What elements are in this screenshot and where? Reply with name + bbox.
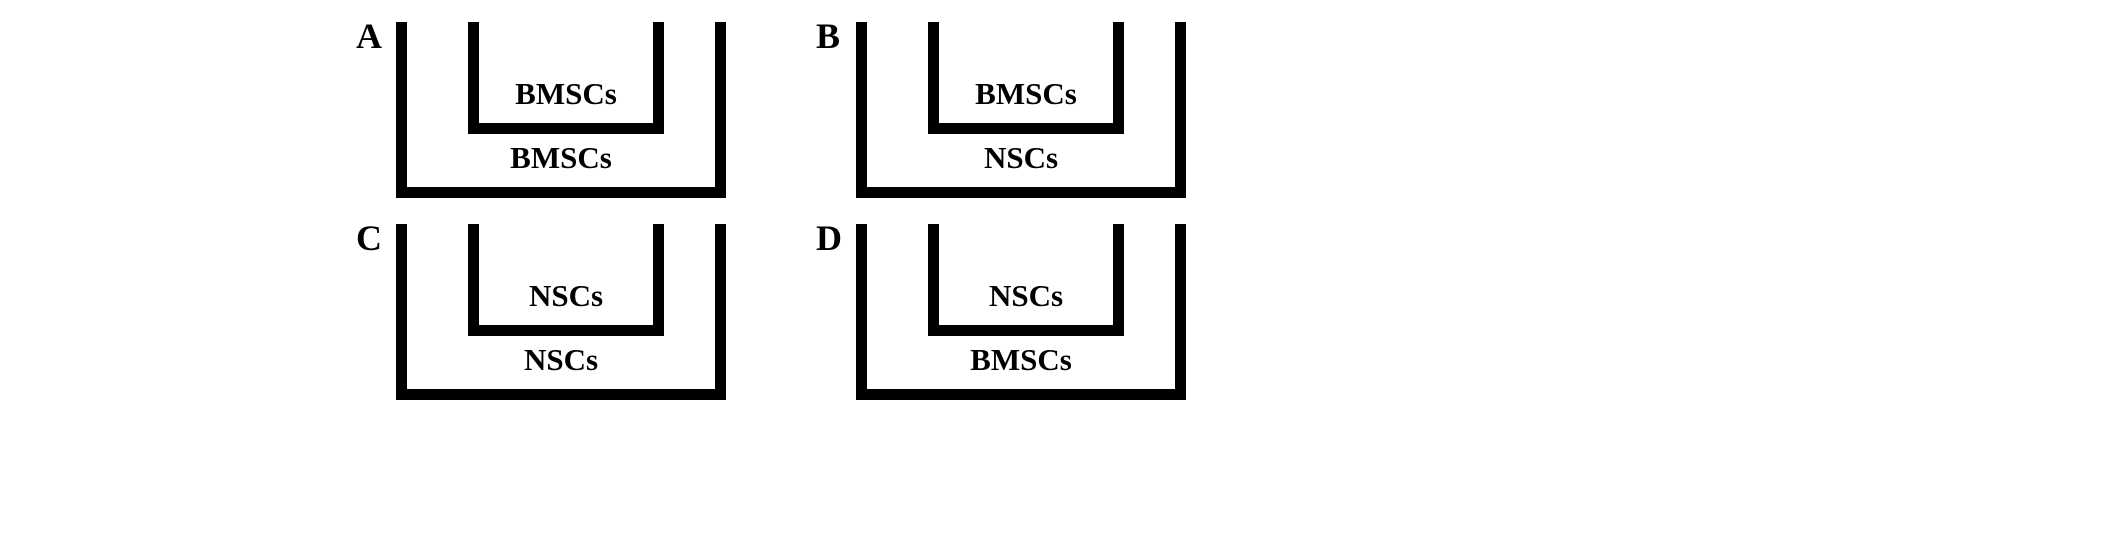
panel-c: C NSCs NSCs bbox=[352, 208, 832, 458]
panel-label-c: C bbox=[356, 218, 382, 258]
panel-label-a: A bbox=[356, 16, 382, 56]
panel-a: A BMSCs BMSCs bbox=[352, 6, 832, 256]
outer-well-a bbox=[396, 22, 726, 198]
outer-chamber-label-c: NSCs bbox=[523, 342, 599, 377]
outer-well-b bbox=[856, 22, 1186, 198]
panel-label-d: D bbox=[816, 218, 842, 258]
outer-chamber-label-d: BMSCs bbox=[970, 342, 1072, 377]
inner-insert-c bbox=[468, 224, 664, 336]
inner-insert-a bbox=[468, 22, 664, 134]
inner-insert-d bbox=[928, 224, 1124, 336]
outer-chamber-label-b: NSCs bbox=[983, 140, 1059, 175]
panel-d: D NSCs BMSCs bbox=[812, 208, 1292, 458]
outer-chamber-label-a: BMSCs bbox=[510, 140, 612, 175]
panel-b: B BMSCs NSCs bbox=[812, 6, 1292, 256]
inner-chamber-label-c: NSCs bbox=[528, 278, 604, 313]
inner-chamber-label-d: NSCs bbox=[988, 278, 1064, 313]
outer-well-c bbox=[396, 224, 726, 400]
panel-label-b: B bbox=[816, 16, 841, 56]
inner-chamber-label-a: BMSCs bbox=[515, 76, 617, 111]
inner-chamber-label-b: BMSCs bbox=[975, 76, 1077, 111]
outer-well-d bbox=[856, 224, 1186, 400]
inner-insert-b bbox=[928, 22, 1124, 134]
